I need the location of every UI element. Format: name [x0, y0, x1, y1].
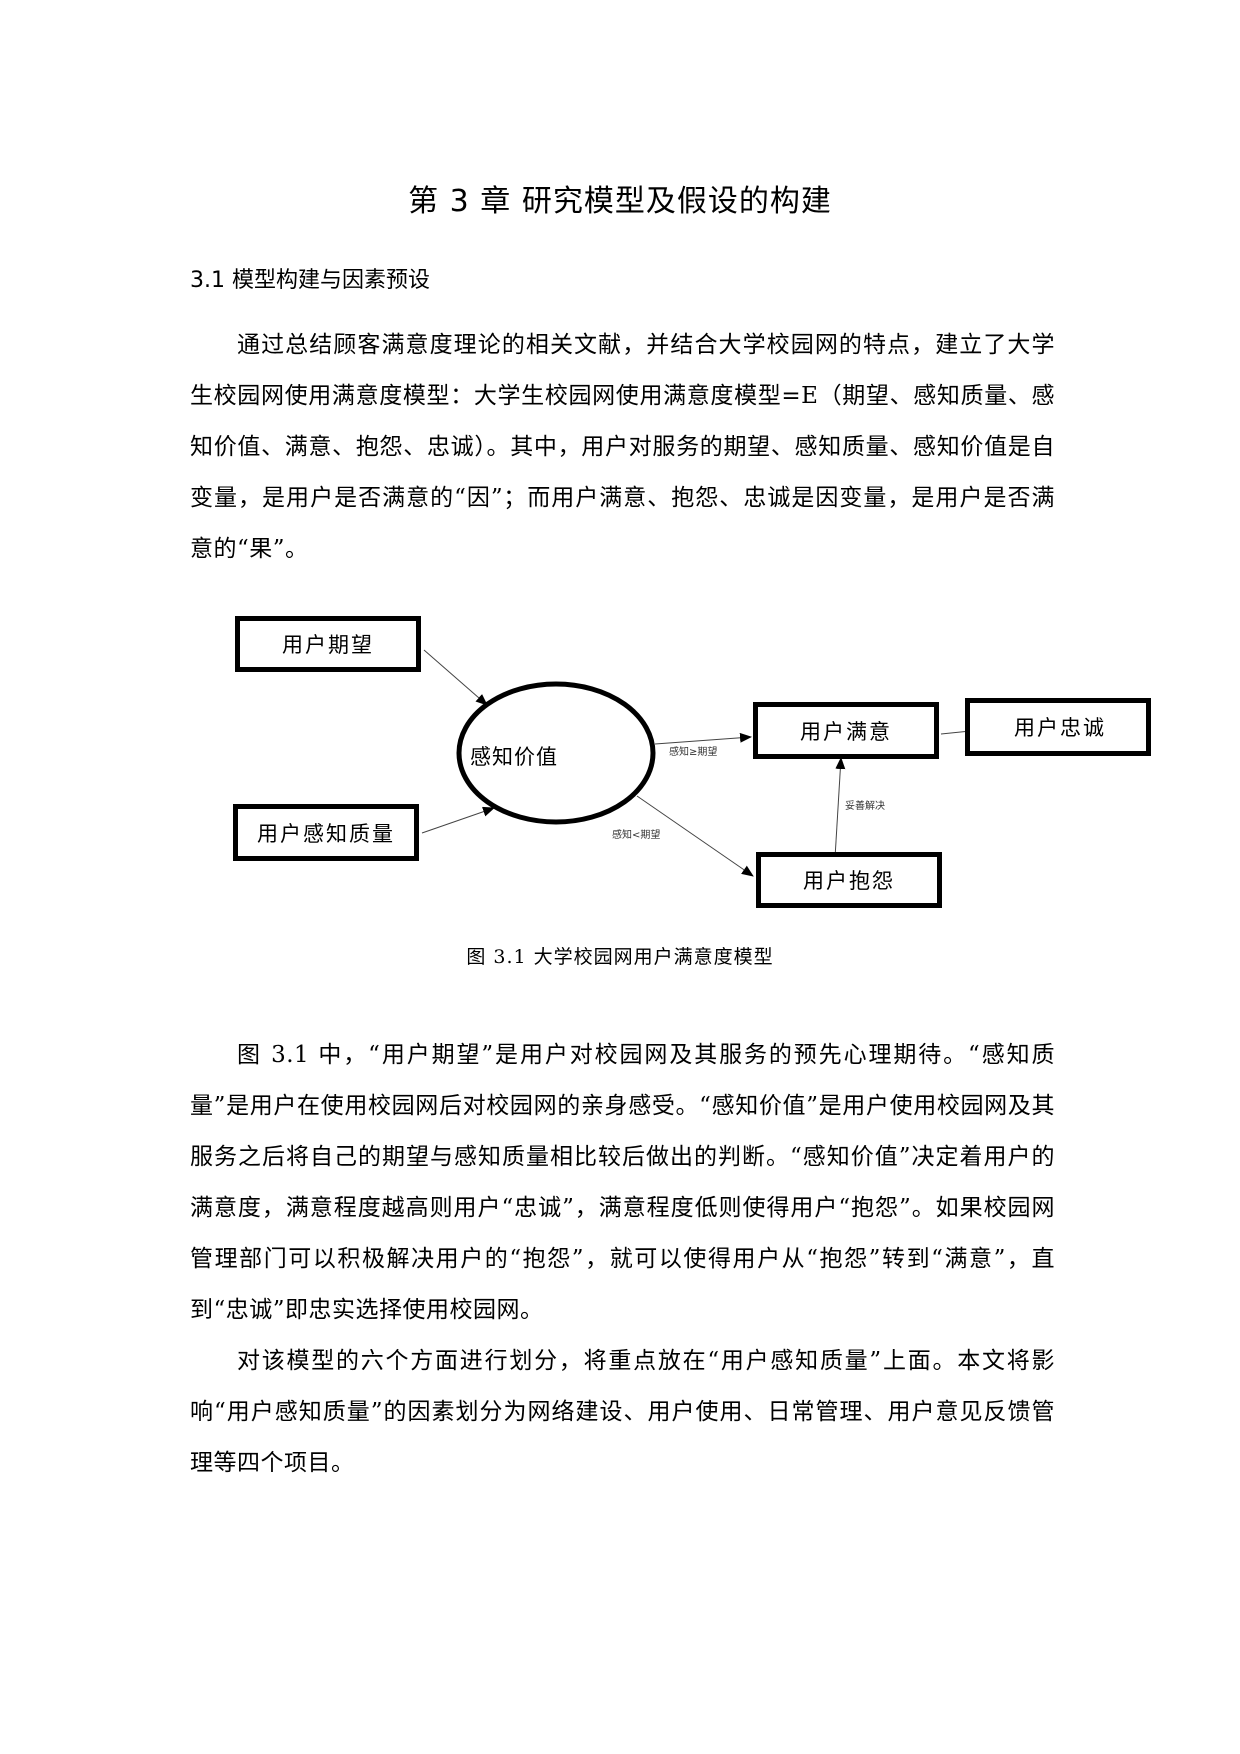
node-perceived-value-label: 感知价值: [470, 745, 558, 769]
node-user-satisfaction: 用户满意: [753, 702, 939, 759]
node-label: 用户抱怨: [803, 869, 895, 893]
node-label: 用户期望: [282, 633, 374, 657]
section-title: 3.1 模型构建与因素预设: [190, 268, 430, 293]
node-label: 用户满意: [800, 719, 892, 744]
node-user-expectation: 用户期望: [235, 616, 421, 672]
edge-label-perception-gte-expectation: 感知≥期望: [669, 747, 718, 758]
chapter-title: 第 3 章 研究模型及假设的构建: [408, 184, 832, 219]
figure-caption: 图 3.1 大学校园网用户满意度模型: [466, 946, 774, 968]
node-label: 用户忠诚: [1014, 716, 1106, 740]
paragraph-figure-explanation: 图 3.1 中，“用户期望”是用户对校园网及其服务的预先心理期待。“感知质量”是…: [190, 1042, 1055, 1323]
node-user-perceived-quality: 用户感知质量: [233, 804, 419, 861]
edge-label-properly-resolved: 妥善解决: [845, 801, 885, 812]
edge-label-perception-lt-expectation: 感知<期望: [612, 830, 661, 841]
node-label: 用户感知质量: [257, 821, 395, 846]
node-user-complaint: 用户抱怨: [756, 852, 942, 908]
paragraph-factor-division: 对该模型的六个方面进行划分，将重点放在“用户感知质量”上面。本文将影响“用户感知…: [190, 1348, 1055, 1476]
paragraph-intro: 通过总结顾客满意度理论的相关文献，并结合大学校园网的特点，建立了大学生校园网使用…: [190, 332, 1055, 562]
node-user-loyalty: 用户忠诚: [965, 698, 1151, 756]
